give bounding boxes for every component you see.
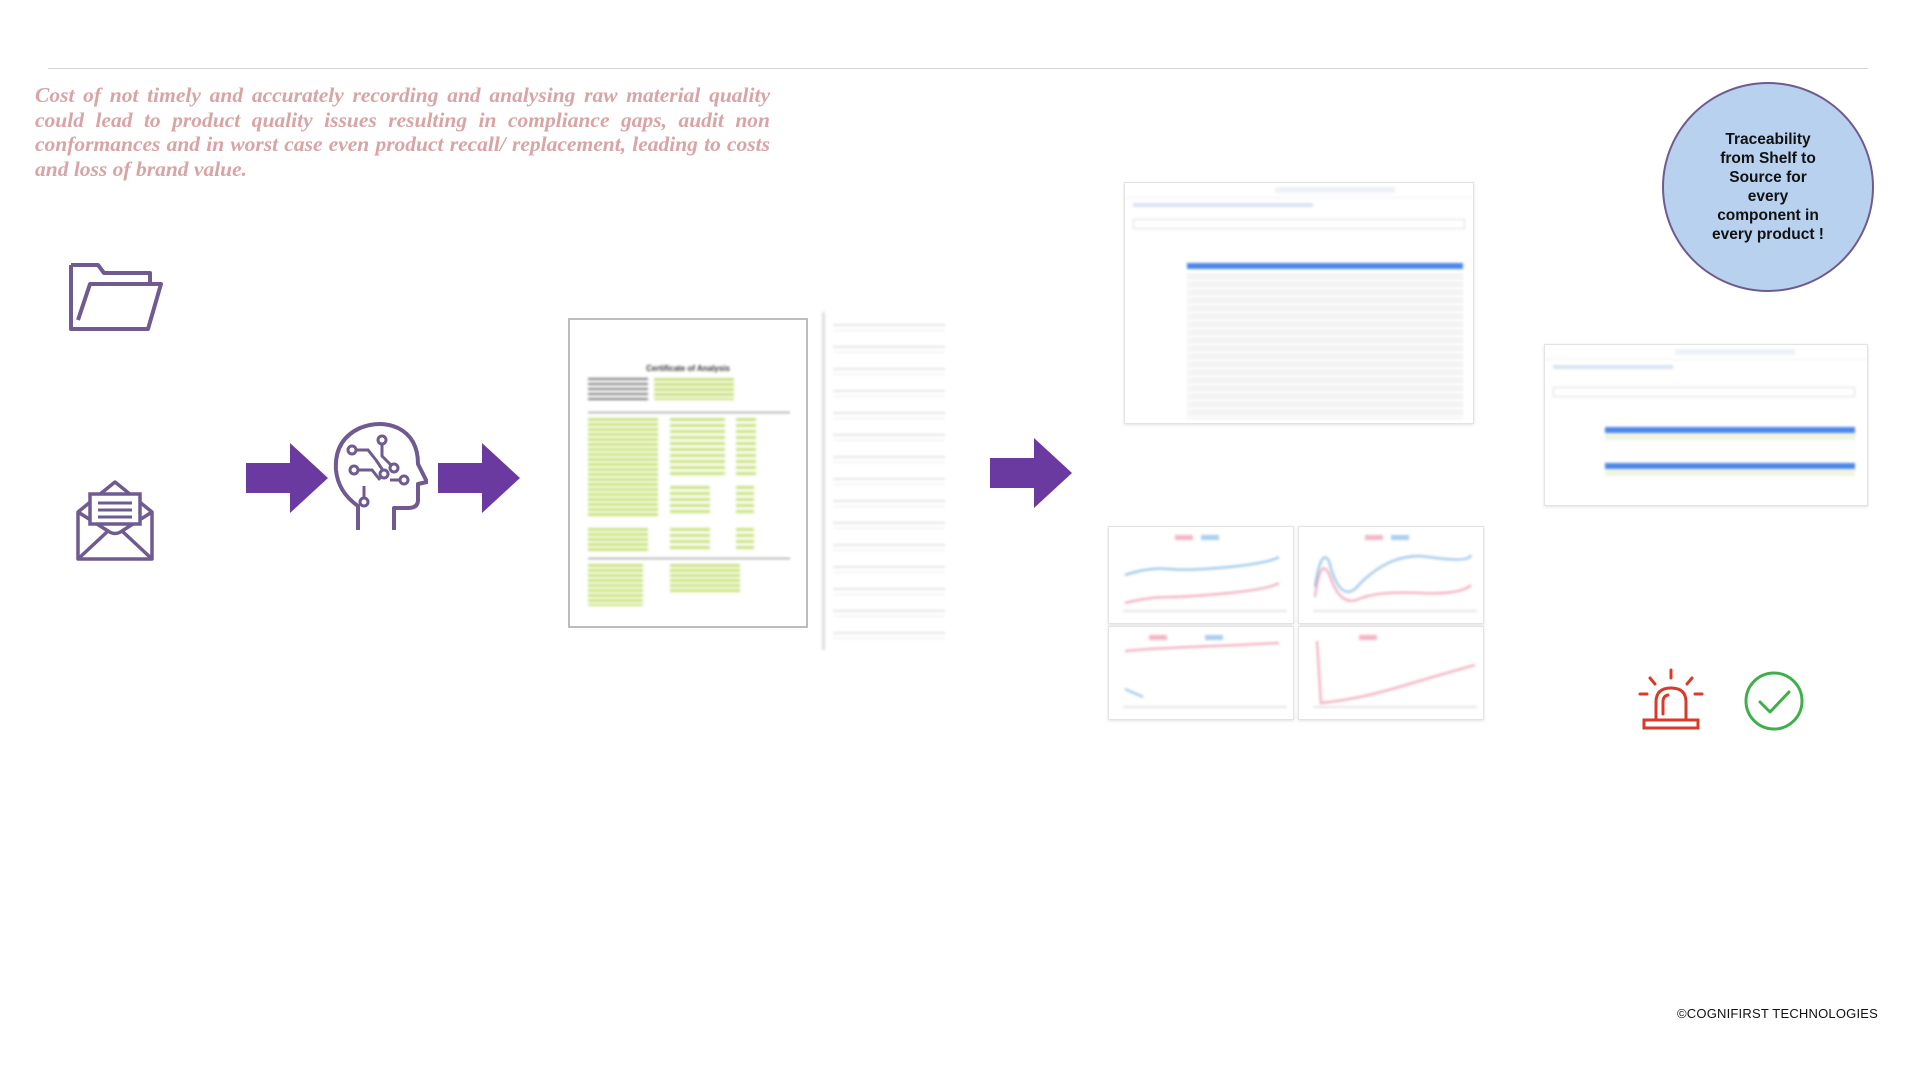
arrow-right-icon bbox=[438, 443, 520, 513]
check-icon bbox=[1744, 671, 1804, 731]
traceability-text: Traceability from Shelf to Source for ev… bbox=[1712, 131, 1824, 243]
traceability-badge: Traceability from Shelf to Source for ev… bbox=[1662, 82, 1874, 292]
trend-chart-thumbnail bbox=[1108, 626, 1294, 720]
alarm-icon bbox=[1638, 668, 1704, 730]
traceability-screen-thumbnail bbox=[1544, 344, 1868, 506]
trend-chart-thumbnail bbox=[1298, 526, 1484, 624]
intro-paragraph: Cost of not timely and accurately record… bbox=[35, 83, 770, 181]
arrow-right-icon bbox=[246, 443, 328, 513]
form-fields-thumbnail bbox=[822, 312, 951, 650]
certificate-of-analysis-thumbnail: Certificate of Analysis bbox=[568, 318, 808, 628]
arrow-right-icon bbox=[990, 438, 1072, 508]
copyright-notice: ©COGNIFIRST TECHNOLOGIES bbox=[1677, 1006, 1878, 1021]
envelope-icon bbox=[76, 480, 154, 561]
coa-title: Certificate of Analysis bbox=[646, 364, 730, 373]
trend-chart-thumbnail bbox=[1108, 526, 1294, 624]
trend-chart-thumbnail bbox=[1298, 626, 1484, 720]
top-divider bbox=[48, 68, 1868, 69]
folder-icon bbox=[69, 263, 163, 331]
raw-material-table-thumbnail bbox=[1124, 182, 1474, 424]
ai-brain-icon bbox=[333, 422, 428, 530]
